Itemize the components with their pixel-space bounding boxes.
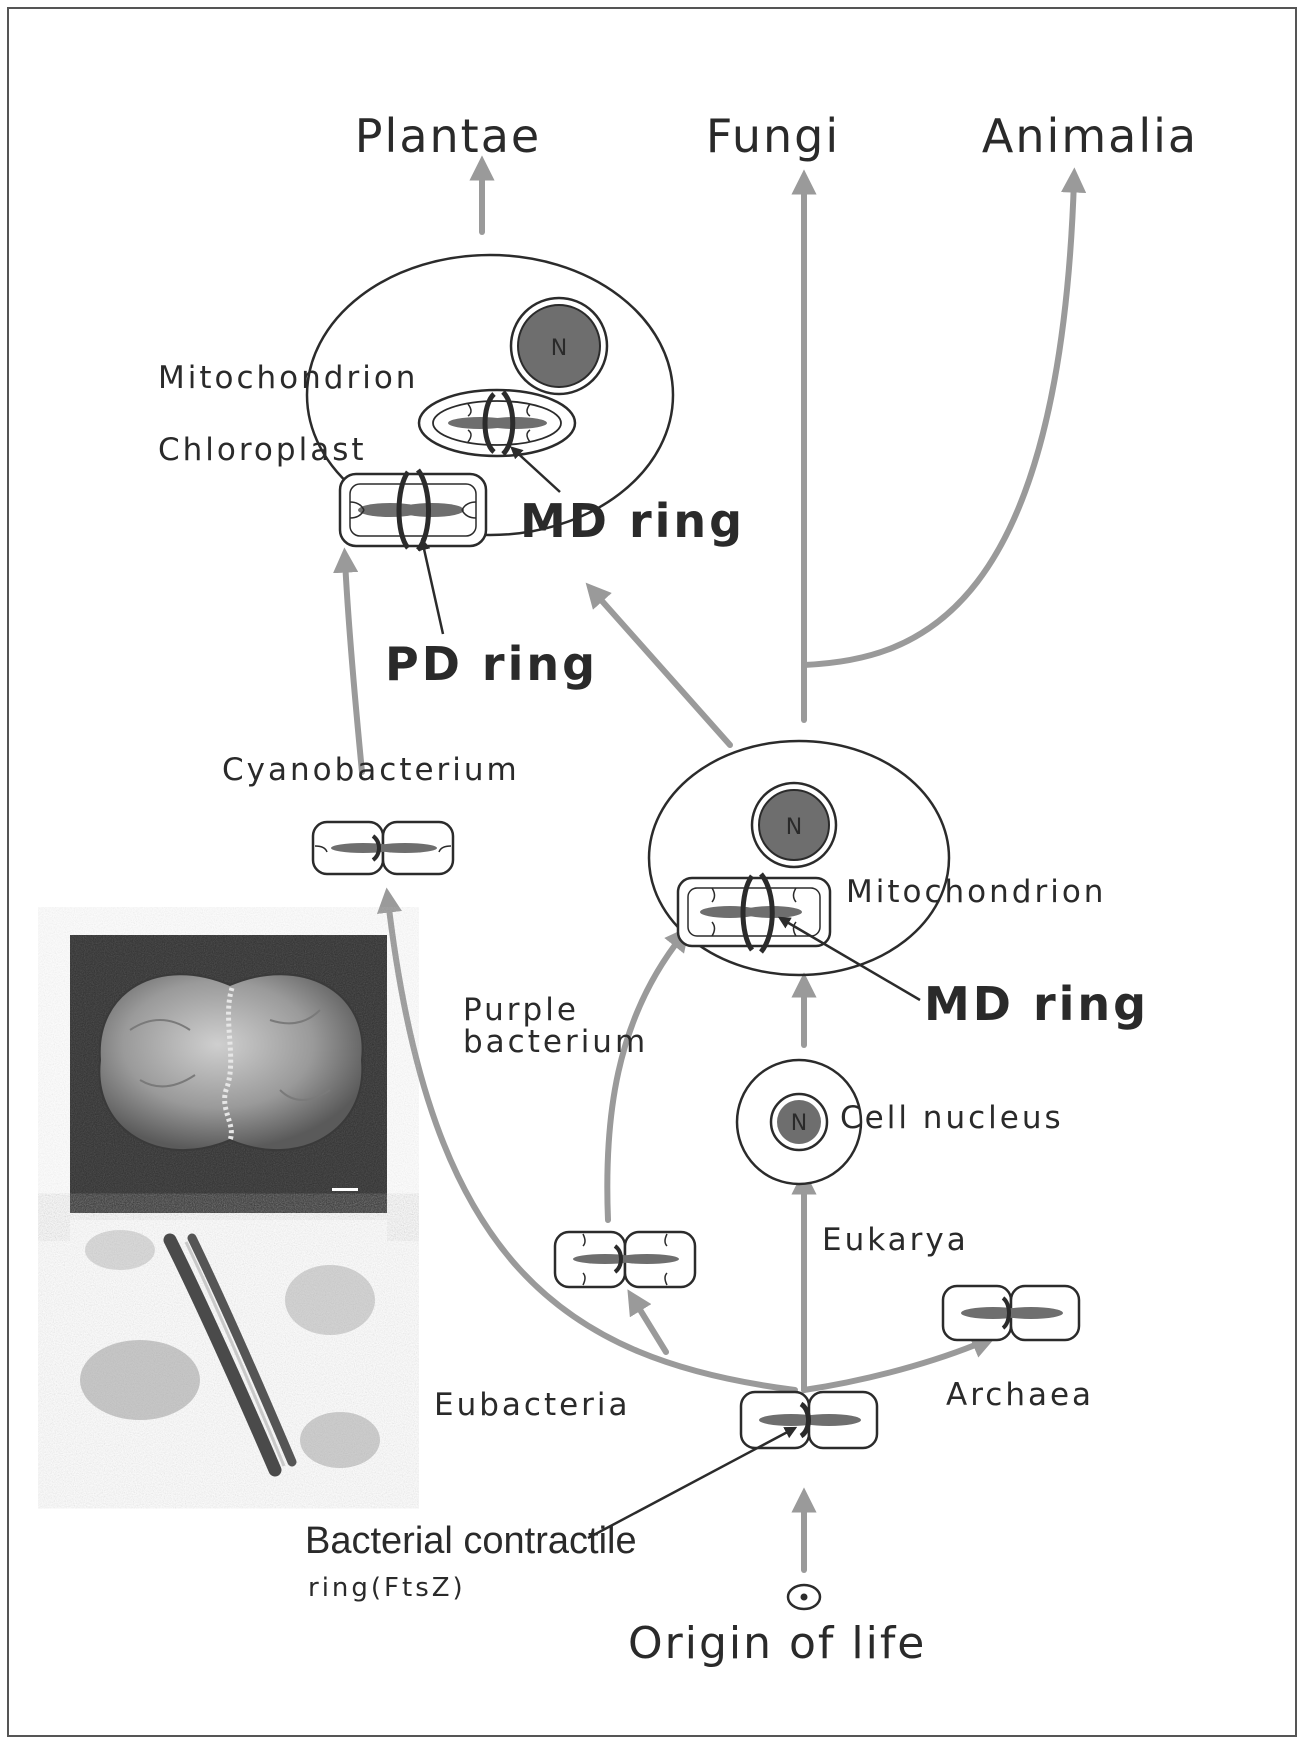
label-archaea: Archaea — [946, 1377, 1094, 1413]
cyanobacterium-icon — [313, 822, 453, 874]
sem-micrograph — [70, 935, 387, 1213]
arrow-purple-to-euk — [607, 936, 682, 1220]
nucleus-letter: N — [786, 815, 802, 840]
nucleus-letter: N — [791, 1111, 807, 1136]
tem-micrograph — [70, 1220, 387, 1482]
label-purple-bacterium-2: bacterium — [463, 1024, 648, 1060]
label-purple-bacterium-1: Purple — [463, 992, 579, 1028]
pd-ring-pointer — [422, 540, 443, 634]
label-cyanobacterium: Cyanobacterium — [222, 752, 520, 788]
nucleus-icon: N — [511, 298, 607, 394]
label-md-ring-top: MD ring — [520, 494, 745, 548]
arrow-cyano-to-plant — [345, 560, 362, 772]
origin-icon — [788, 1585, 820, 1609]
label-eukarya: Eukarya — [822, 1222, 969, 1258]
label-origin-of-life: Origin of life — [628, 1618, 926, 1669]
label-contractile-ring-2: ring(FtsZ) — [308, 1573, 466, 1603]
mitochondrion-icon — [419, 390, 575, 456]
label-pd-ring: PD ring — [385, 637, 598, 691]
md-ring-pointer-top — [512, 448, 560, 492]
label-mitochondrion-mid: Mitochondrion — [846, 874, 1106, 910]
label-md-ring-mid: MD ring — [924, 977, 1149, 1031]
chloroplast-icon — [340, 470, 486, 550]
label-contractile-ring-1: Bacterial contractile — [305, 1520, 637, 1562]
label-animalia: Animalia — [982, 109, 1198, 163]
label-eubacteria: Eubacteria — [434, 1387, 631, 1423]
arrow-euk-to-plant — [594, 592, 730, 745]
label-cell-nucleus: Cell nucleus — [840, 1100, 1064, 1136]
purple-bacterium-icon — [555, 1232, 695, 1287]
nucleus-icon: N — [752, 783, 836, 867]
nucleus-letter: N — [551, 336, 567, 361]
eukaryote-cell: N — [649, 741, 949, 1000]
label-fungi: Fungi — [706, 109, 840, 163]
arrow-to-animalia — [804, 180, 1074, 665]
arrow-eubacteria-to-cyano — [388, 900, 795, 1390]
label-plantae: Plantae — [355, 109, 541, 163]
label-mitochondrion-top: Mitochondrion — [158, 360, 418, 396]
ancestral-bacterium-icon — [741, 1392, 877, 1448]
arrow-to-purple — [634, 1300, 666, 1352]
archaea-icon — [943, 1286, 1079, 1340]
label-chloroplast: Chloroplast — [158, 432, 367, 468]
mitochondrion-icon — [678, 874, 830, 952]
lineage-arrows — [345, 168, 1074, 1570]
